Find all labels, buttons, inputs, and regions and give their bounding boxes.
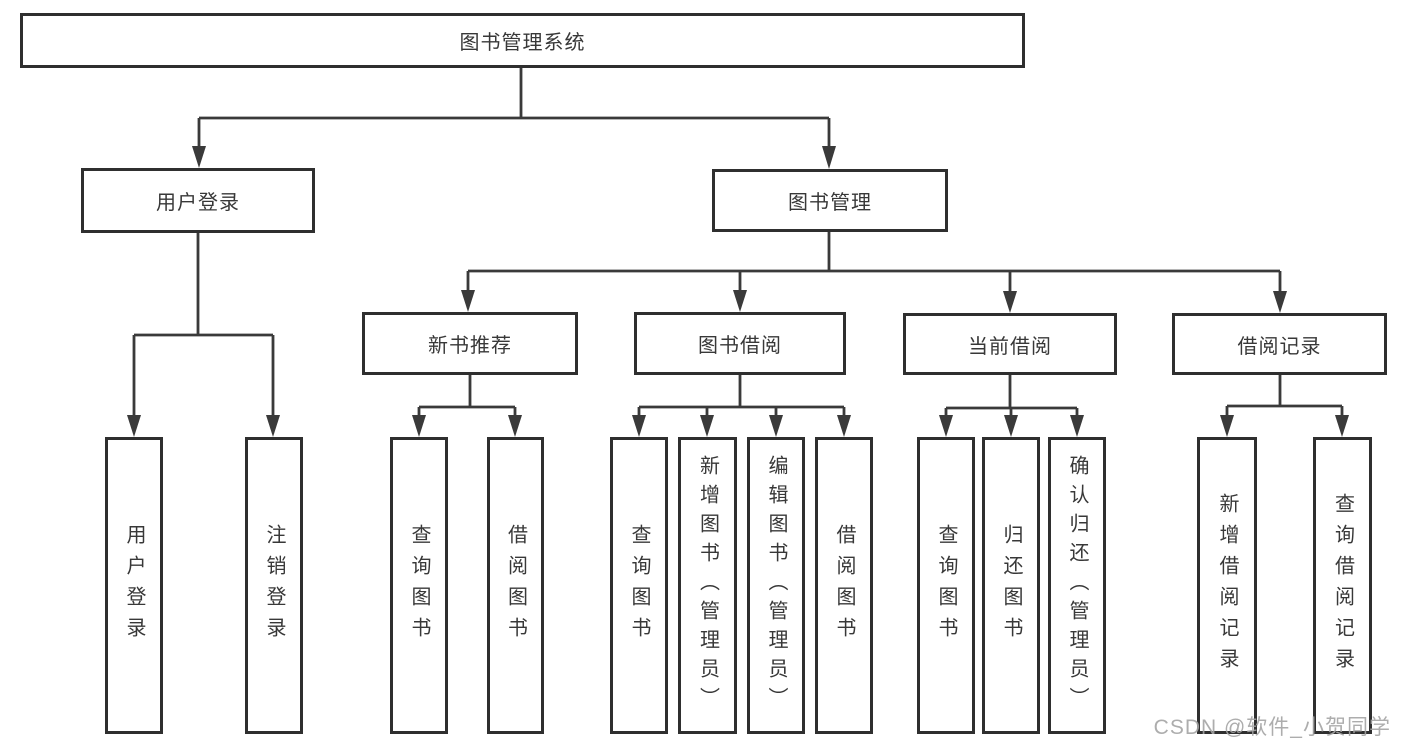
node-label: 新书推荐 <box>428 335 512 357</box>
leaf-label: 确认归还（管理员） <box>1066 455 1088 716</box>
leaf-borrow-books-recommend: 借阅图书 <box>487 437 544 734</box>
leaf-add-borrow-record: 新增借阅记录 <box>1197 437 1257 734</box>
csdn-watermark: CSDN @软件_小贺同学 <box>1153 716 1391 739</box>
node-label: 图书管理 <box>788 192 872 214</box>
leaf-label: 查询借阅记录 <box>1331 492 1354 679</box>
leaf-query-books-current: 查询图书 <box>917 437 975 734</box>
leaf-label: 查询图书 <box>628 523 650 648</box>
node-book-management: 图书管理 <box>712 169 948 232</box>
node-label: 借阅记录 <box>1237 335 1322 358</box>
leaf-label: 用户登录 <box>123 523 145 648</box>
leaf-label: 编辑图书（管理员） <box>765 455 787 716</box>
node-label: 当前借阅 <box>968 335 1052 358</box>
node-book-borrowing: 图书借阅 <box>634 312 846 375</box>
leaf-confirm-return-admin: 确认归还（管理员） <box>1048 437 1106 734</box>
leaf-label: 借阅图书 <box>504 523 527 648</box>
leaf-return-books: 归还图书 <box>982 437 1040 734</box>
leaf-query-books-borrowing: 查询图书 <box>610 437 668 734</box>
node-current-borrowing: 当前借阅 <box>903 313 1117 375</box>
node-label: 用户登录 <box>156 192 240 214</box>
node-label: 图书管理系统 <box>459 32 586 54</box>
leaf-query-books-recommend: 查询图书 <box>390 437 448 734</box>
leaf-query-borrow-record: 查询借阅记录 <box>1313 437 1372 734</box>
leaf-label: 注销登录 <box>263 523 285 648</box>
leaf-logout: 注销登录 <box>245 437 303 734</box>
node-library-management-system: 图书管理系统 <box>20 13 1025 68</box>
leaf-label: 新增图书（管理员） <box>696 455 719 716</box>
node-new-book-recommend: 新书推荐 <box>362 312 578 375</box>
leaf-label: 归还图书 <box>1000 523 1022 648</box>
leaf-borrow-books: 借阅图书 <box>815 437 873 734</box>
leaf-label: 查询图书 <box>935 523 957 648</box>
node-label: 图书借阅 <box>698 335 782 357</box>
node-user-login: 用户登录 <box>81 168 315 233</box>
leaf-label: 借阅图书 <box>833 523 855 648</box>
leaf-edit-books-admin: 编辑图书（管理员） <box>747 437 805 734</box>
leaf-label: 查询图书 <box>408 523 430 648</box>
leaf-label: 新增借阅记录 <box>1216 492 1238 679</box>
leaf-add-books-admin: 新增图书（管理员） <box>678 437 737 734</box>
node-borrowing-records: 借阅记录 <box>1172 313 1387 375</box>
leaf-user-login: 用户登录 <box>105 437 163 734</box>
